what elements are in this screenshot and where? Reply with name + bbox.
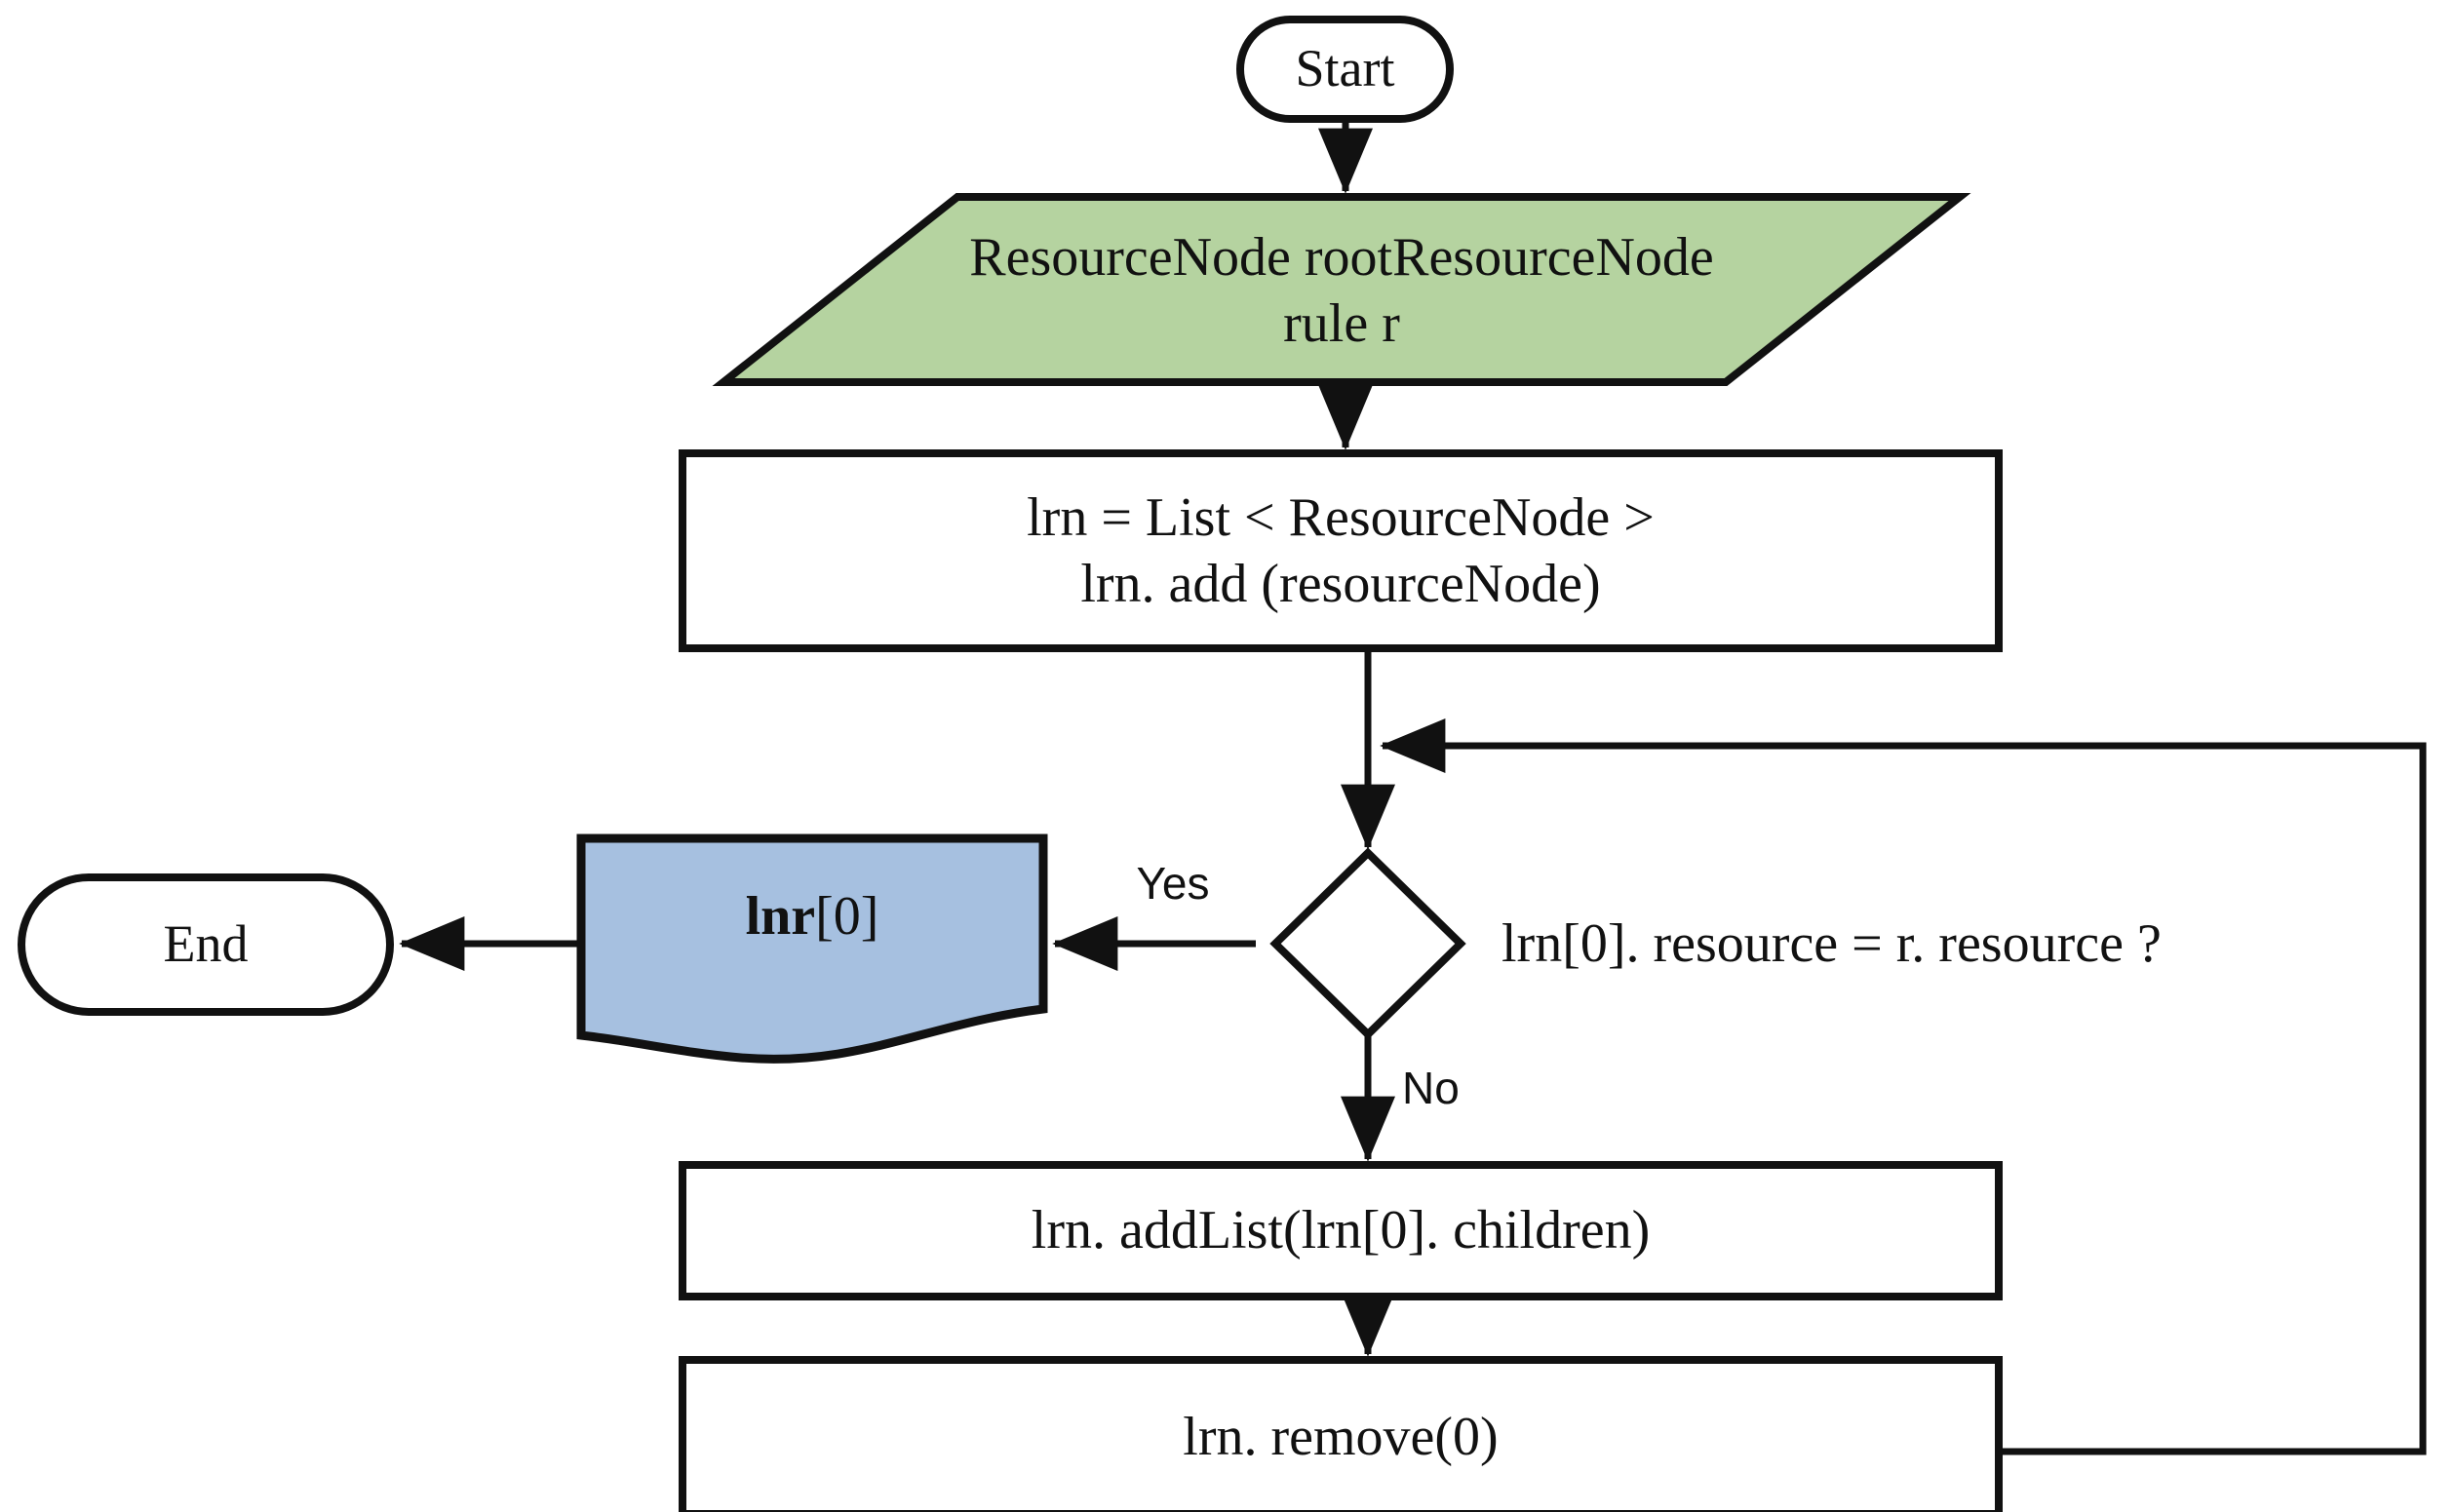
remove-node-shape[interactable] xyxy=(679,1356,2003,1512)
output-node-shape[interactable] xyxy=(576,834,1048,1064)
input-node-shape[interactable] xyxy=(712,193,1971,386)
end-node-shape[interactable] xyxy=(18,873,394,1016)
init-node-shape[interactable] xyxy=(679,449,2003,652)
add-children-node-shape[interactable] xyxy=(679,1161,2003,1300)
decision-node-shape[interactable] xyxy=(1269,847,1466,1040)
edge-loop-back-to-decision xyxy=(1380,718,2427,1455)
start-node-shape[interactable] xyxy=(1236,16,1454,123)
